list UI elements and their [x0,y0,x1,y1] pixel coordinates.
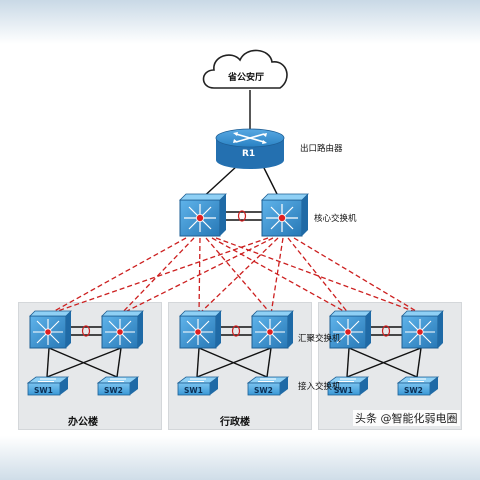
access-switch-name: SW2 [104,386,123,395]
access-switch-name: SW1 [34,386,53,395]
router-label: 出口路由器 [300,144,343,154]
aggregation-switch-icon [329,310,372,349]
watermark-text: 头条 @智能化弱电圈 [353,410,460,426]
red-dashed-links [48,237,422,315]
core-switch-1-icon [179,193,227,237]
cloud-label: 省公安厅 [228,73,265,83]
aggregation-switch-icon [179,310,222,349]
aggregation-switch-icon [251,310,294,349]
aggregation-label: 汇聚交换机 [298,334,341,344]
building-name-office: 办公楼 [68,417,98,428]
access-switch-icon: SW2 [96,376,140,396]
core-switch-2-icon [261,193,309,237]
access-switch-icon: SW1 [176,376,220,396]
aggregation-switch-icon [101,310,144,349]
stack-markers [81,210,391,337]
access-switch-name: SW2 [404,386,423,395]
access-switch-icon: SW2 [396,376,440,396]
access-switch-name: SW1 [334,386,353,395]
bottom-gradient [0,436,480,480]
access-switch-name: SW2 [254,386,273,395]
router-icon [215,128,285,169]
cloud-icon [202,49,288,89]
building-name-admin: 行政楼 [220,417,250,428]
access-label: 接入交换机 [298,382,341,392]
access-switches: SW1 SW2 SW1 SW2 SW1 SW2 [26,376,440,396]
core-label: 核心交换机 [314,214,357,224]
access-switch-icon: SW2 [246,376,290,396]
router-name: R1 [242,149,256,159]
top-gradient [0,0,480,44]
aggregation-switches [29,310,444,349]
aggregation-switch-icon [29,310,72,349]
access-switch-icon: SW1 [26,376,70,396]
aggregation-switch-icon [401,310,444,349]
access-switch-name: SW1 [184,386,203,395]
access-switch-icon: SW1 [326,376,370,396]
